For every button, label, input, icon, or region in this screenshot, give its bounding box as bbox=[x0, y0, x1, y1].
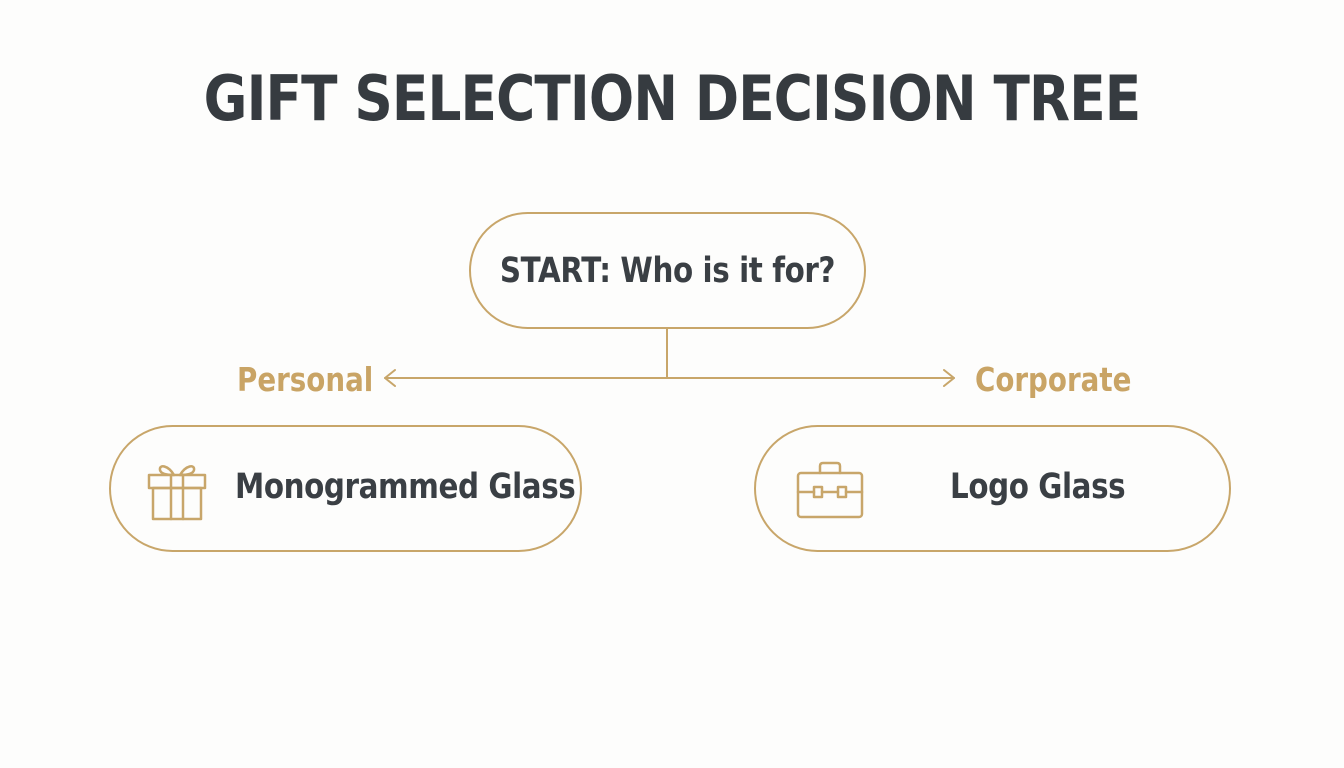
gift-icon bbox=[147, 459, 207, 525]
branch-label-personal: Personal bbox=[237, 360, 374, 399]
arrowhead-right bbox=[943, 369, 955, 387]
branch-label-corporate: Corporate bbox=[975, 360, 1132, 399]
briefcase-icon bbox=[796, 461, 864, 523]
start-node: START: Who is it for? bbox=[469, 212, 866, 329]
corporate-result-node: Logo Glass bbox=[754, 425, 1231, 552]
start-node-label: START: Who is it for? bbox=[499, 250, 836, 291]
corporate-result-label: Logo Glass bbox=[950, 467, 1126, 507]
arrowhead-left bbox=[384, 369, 396, 387]
personal-result-label: Monogrammed Glass bbox=[235, 467, 576, 507]
personal-result-node: Monogrammed Glass bbox=[109, 425, 582, 552]
diagram-title: GIFT SELECTION DECISION TREE bbox=[203, 62, 1142, 135]
